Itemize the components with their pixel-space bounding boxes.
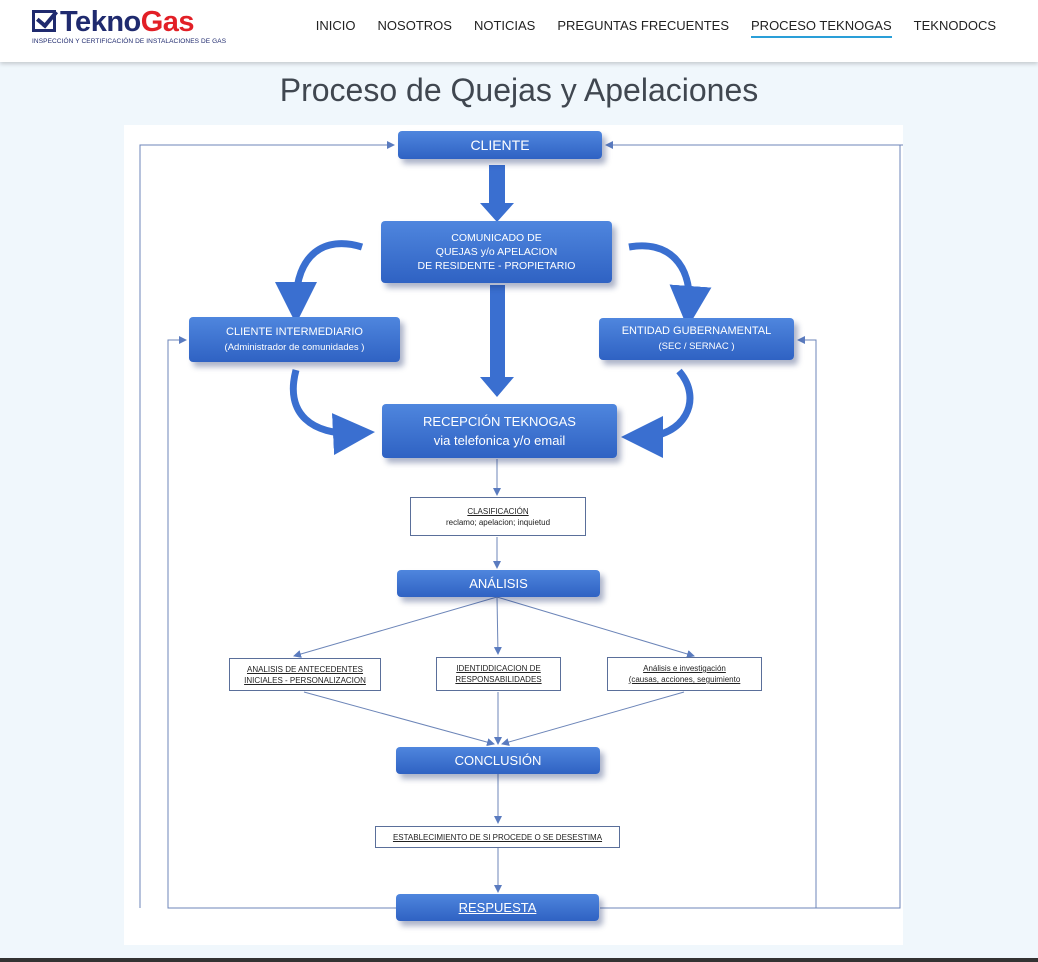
arrow-comunicado-recepcion xyxy=(480,285,514,397)
clasificacion-title: CLASIFICACIÓN xyxy=(467,506,529,516)
identificacion-line1: IDENTIDDICACION DE xyxy=(456,664,541,673)
bottom-edge-bar xyxy=(0,958,1038,962)
node-recepcion-line1: RECEPCIÓN TEKNOGAS xyxy=(423,414,576,429)
checkbox-logo-icon xyxy=(32,10,56,32)
node-analisis-label: ANÁLISIS xyxy=(469,576,528,591)
node-cliente: CLIENTE xyxy=(398,131,602,159)
box-analisis-antecedentes: ANALISIS DE ANTECEDENTES INICIALES - PER… xyxy=(229,658,381,691)
node-comunicado-line3: DE RESIDENTE - PROPIETARIO xyxy=(417,260,576,272)
arrow-cliente-comunicado xyxy=(480,165,514,222)
node-respuesta: RESPUESTA xyxy=(396,894,599,921)
node-cliente-label: CLIENTE xyxy=(470,137,530,153)
node-intermediario-line1: CLIENTE INTERMEDIARIO xyxy=(226,325,363,338)
node-entidad-line2: (SEC / SERNAC ) xyxy=(658,341,735,352)
node-cliente-intermediario: CLIENTE INTERMEDIARIO (Administrador de … xyxy=(189,317,400,362)
line-antecedentes-conclusion xyxy=(303,691,495,747)
node-conclusion-label: CONCLUSIÓN xyxy=(454,753,542,768)
curve-arrow-to-intermediario xyxy=(275,240,364,324)
nav-proceso-teknogas[interactable]: PROCESO TEKNOGAS xyxy=(751,18,892,38)
logo-wordmark: TeknoGas xyxy=(60,5,195,39)
curve-arrow-intermediario-recepcion xyxy=(289,369,375,456)
curve-arrow-to-entidad xyxy=(628,242,712,328)
curve-arrow-entidad-recepcion xyxy=(621,368,694,458)
page-title: Proceso de Quejas y Apelaciones xyxy=(279,72,759,108)
investigacion-line2: (causas, acciones, seguimiento xyxy=(628,675,741,684)
nav-noticias[interactable]: NOTICIAS xyxy=(473,18,536,33)
node-recepcion-teknogas: RECEPCIÓN TEKNOGAS via telefonica y/o em… xyxy=(382,404,617,458)
loop-line-right-outer xyxy=(602,144,903,909)
loop-line-right-inner xyxy=(600,336,817,909)
box-establecimiento: ESTABLECIMIENTO DE SI PROCEDE O SE DESES… xyxy=(375,826,620,848)
node-entidad-gubernamental: ENTIDAD GUBERNAMENTAL (SEC / SERNAC ) xyxy=(599,318,794,360)
antecedentes-line1: ANALISIS DE ANTECEDENTES xyxy=(246,664,364,674)
line-analisis-antecedentes xyxy=(293,596,498,658)
line-analisis-investigacion xyxy=(496,596,695,658)
node-recepcion-line2: via telefonica y/o email xyxy=(433,433,566,448)
box-clasificacion: CLASIFICACIÓN reclamo; apelacion; inquie… xyxy=(410,497,586,536)
line-investigacion-conclusion xyxy=(501,691,685,746)
node-comunicado-line2: QUEJAS y/o APELACION xyxy=(435,246,558,258)
node-respuesta-label: RESPUESTA xyxy=(458,900,537,915)
box-identificacion-responsabilidades: IDENTIDDICACION DE RESPONSABILIDADES xyxy=(436,657,561,691)
line-analisis-identificacion xyxy=(493,596,502,655)
main-nav: INICIO NOSOTROS NOTICIAS PREGUNTAS FRECU… xyxy=(294,18,996,38)
node-intermediario-line2: (Administrador de comunidades ) xyxy=(224,341,365,353)
site-header: TeknoGas INSPECCIÓN Y CERTIFICACIÓN DE I… xyxy=(0,0,1038,62)
establecimiento-label: ESTABLECIMIENTO DE SI PROCEDE O SE DESES… xyxy=(392,832,603,842)
node-conclusion: CONCLUSIÓN xyxy=(396,747,600,774)
node-comunicado-line1: COMUNICADO DE xyxy=(451,232,542,244)
teknogas-logo[interactable]: TeknoGas INSPECCIÓN Y CERTIFICACIÓN DE I… xyxy=(32,5,226,51)
box-analisis-investigacion: Análisis e investigación (causas, accion… xyxy=(607,657,762,691)
logo-name-gas: Gas xyxy=(140,6,195,38)
clasificacion-detail: reclamo; apelacion; inquietud xyxy=(445,517,551,527)
process-flowchart: CLIENTE COMUNICADO DE QUEJAS y/o APELACI… xyxy=(124,125,903,945)
logo-tagline: INSPECCIÓN Y CERTIFICACIÓN DE INSTALACIO… xyxy=(32,38,227,45)
nav-preguntas-frecuentes[interactable]: PREGUNTAS FRECUENTES xyxy=(557,18,730,33)
loop-line-left-inner xyxy=(167,336,396,909)
antecedentes-line2: INICIALES - PERSONALIZACION xyxy=(244,675,366,685)
logo-name-tekno: Tekno xyxy=(60,6,141,38)
node-analisis: ANÁLISIS xyxy=(397,570,600,597)
node-entidad-line1: ENTIDAD GUBERNAMENTAL xyxy=(621,325,772,337)
flowchart-connectors xyxy=(139,141,903,909)
nav-teknodocs[interactable]: TEKNODOCS xyxy=(913,18,996,33)
identificacion-line2: RESPONSABILIDADES xyxy=(455,675,542,684)
nav-nosotros[interactable]: NOSOTROS xyxy=(377,18,452,33)
investigacion-line1: Análisis e investigación xyxy=(643,664,726,673)
nav-inicio[interactable]: INICIO xyxy=(315,18,356,33)
loop-line-left-outer xyxy=(139,141,395,908)
node-comunicado: COMUNICADO DE QUEJAS y/o APELACION DE RE… xyxy=(381,221,612,283)
